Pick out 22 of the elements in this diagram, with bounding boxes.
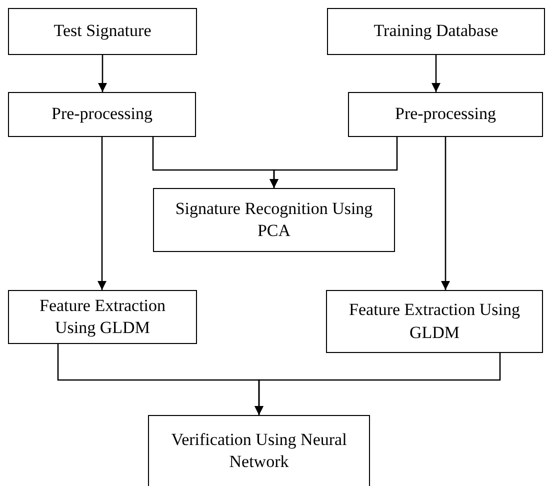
box-label: Training Database <box>374 20 498 42</box>
arrow <box>98 55 108 92</box>
box-label: Feature Extraction Using GLDM <box>348 299 521 344</box>
arrow <box>440 137 450 290</box>
arrow <box>97 137 107 290</box>
box-label: Verification Using Neural Network <box>170 428 348 473</box>
arrow <box>254 353 501 415</box>
process-box <box>148 415 370 486</box>
box-label: Test Signature <box>54 20 152 42</box>
process-box <box>8 8 197 55</box>
process-box <box>8 92 196 137</box>
process-box <box>153 188 395 252</box>
process-box <box>326 290 543 353</box>
arrow <box>269 137 398 188</box>
process-box <box>348 92 543 137</box>
process-box <box>8 290 197 344</box>
box-label: Pre-processing <box>51 103 153 126</box>
box-label: Feature Extraction Using GLDM <box>38 294 167 339</box>
box-label: Signature Recognition Using PCA <box>174 198 374 242</box>
box-label: Pre-processing <box>394 103 496 126</box>
process-box <box>327 8 545 55</box>
arrow <box>431 55 441 92</box>
